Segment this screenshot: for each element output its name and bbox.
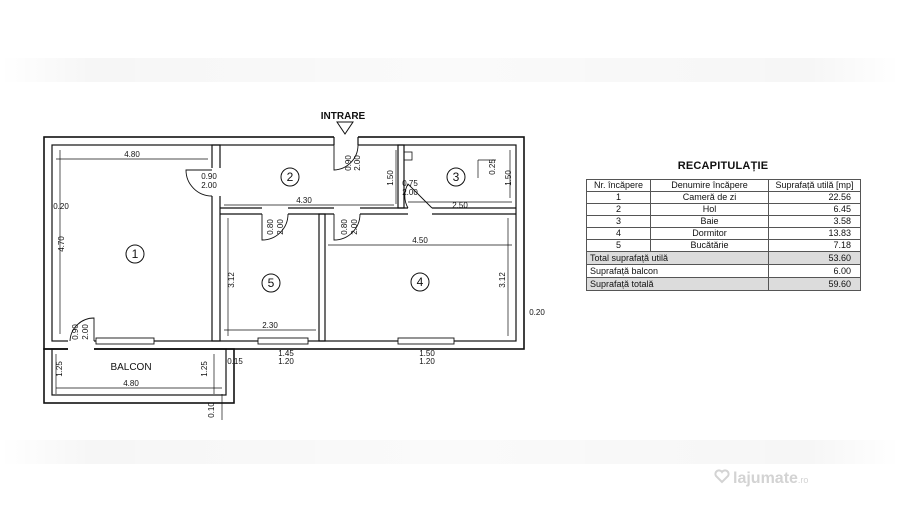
- row-nr: 2: [586, 203, 651, 216]
- dim-text: 1.50: [504, 170, 513, 186]
- balcony-inner: [51, 348, 227, 396]
- dim-text: 4.30: [296, 196, 312, 205]
- header-area: Suprafață utilă [mp]: [768, 179, 861, 192]
- dim-text: 0.20: [529, 308, 545, 317]
- row-nr: 1: [586, 191, 651, 204]
- dim-text: 0.10: [207, 402, 216, 418]
- bath-fixture-icon: [403, 151, 413, 161]
- total-value: 53.60: [768, 251, 861, 265]
- faded-background-band: [0, 440, 900, 464]
- total-value: 6.00: [768, 264, 861, 278]
- table-header-row: Nr. încăpere Denumire încăpere Suprafață…: [586, 179, 861, 192]
- table-row: 2 Hol 6.45: [586, 203, 861, 216]
- dim-text: 1.25: [55, 361, 64, 377]
- dim-text: 2.00: [402, 188, 418, 197]
- dim-text: 1.50: [419, 349, 435, 358]
- watermark-logo-icon: [714, 469, 730, 484]
- faded-background-band: [0, 58, 900, 82]
- room-number-4: 4: [417, 275, 424, 289]
- watermark-suffix: .ro: [797, 475, 809, 485]
- dim-text: 2.00: [81, 324, 90, 340]
- entrance-arrow-icon: [336, 121, 354, 135]
- dim-text: 0.90: [71, 324, 80, 340]
- window-kitchen: [257, 337, 309, 345]
- wall-bath-west: [397, 144, 405, 209]
- dim-text: 1.20: [419, 357, 435, 366]
- entrance-gap: [334, 134, 358, 148]
- total-label: Total suprafață utilă: [586, 251, 769, 265]
- dim-text: 0.80: [266, 219, 275, 235]
- recap-panel: RECAPITULAȚIE Nr. încăpere Denumire încă…: [586, 160, 861, 291]
- wall-living-east: [211, 144, 221, 342]
- row-area: 6.45: [768, 203, 861, 216]
- wall-kitchen-east: [318, 213, 326, 342]
- dim-text: 0.20: [53, 202, 69, 211]
- outer-wall-outer: [43, 136, 525, 350]
- recap-table: Nr. încăpere Denumire încăpere Suprafață…: [586, 179, 861, 291]
- row-name: Baie: [650, 215, 769, 228]
- row-name: Dormitor: [650, 227, 769, 240]
- watermark: lajumate.ro: [733, 470, 808, 488]
- dim-text: 2.50: [452, 201, 468, 210]
- outer-wall-inner: [51, 144, 517, 342]
- dim-text: 1.50: [386, 170, 395, 186]
- table-row: 4 Dormitor 13.83: [586, 227, 861, 240]
- dim-text: 4.80: [124, 150, 140, 159]
- dim-text: 1.45: [278, 349, 294, 358]
- row-name: Cameră de zi: [650, 191, 769, 204]
- watermark-text: lajumate: [733, 470, 798, 487]
- dim-text: 1.25: [200, 361, 209, 377]
- dim-text: 0.25: [488, 159, 497, 175]
- total-label: Suprafață balcon: [586, 264, 769, 278]
- dim-text: 0.75: [402, 179, 418, 188]
- dim-text: 3.12: [227, 272, 236, 288]
- dim-text: 2.00: [353, 155, 362, 171]
- recap-title: RECAPITULAȚIE: [677, 160, 769, 172]
- room-number-2: 2: [287, 170, 294, 184]
- dim-text: 2.00: [350, 219, 359, 235]
- balcony-label: BALCON: [110, 362, 151, 373]
- window-bedroom: [397, 337, 455, 345]
- row-area: 22.56: [768, 191, 861, 204]
- total-row: Total suprafață utilă 53.60: [586, 251, 861, 265]
- room-number-5: 5: [268, 276, 275, 290]
- entrance-label: INTRARE: [321, 111, 366, 122]
- dim-text: 0.90: [201, 172, 217, 181]
- row-nr: 4: [586, 227, 651, 240]
- room-number-1: 1: [132, 247, 139, 261]
- room-number-3: 3: [453, 170, 460, 184]
- dim-text: 0.80: [340, 219, 349, 235]
- total-label: Suprafață totală: [586, 277, 769, 291]
- table-row: 3 Baie 3.58: [586, 215, 861, 228]
- row-nr: 3: [586, 215, 651, 228]
- dim-text: 0.15: [227, 357, 243, 366]
- dim-text: 3.12: [498, 272, 507, 288]
- row-area: 13.83: [768, 227, 861, 240]
- dim-text: 4.80: [123, 379, 139, 388]
- dim-text: 2.00: [201, 181, 217, 190]
- table-row: 5 Bucătărie 7.18: [586, 239, 861, 252]
- window-living: [95, 337, 155, 345]
- total-row: Suprafață totală 59.60: [586, 277, 861, 291]
- header-nr: Nr. încăpere: [586, 179, 651, 192]
- total-value: 59.60: [768, 277, 861, 291]
- row-nr: 5: [586, 239, 651, 252]
- row-name: Hol: [650, 203, 769, 216]
- row-area: 7.18: [768, 239, 861, 252]
- row-name: Bucătărie: [650, 239, 769, 252]
- header-name: Denumire încăpere: [650, 179, 769, 192]
- row-area: 3.58: [768, 215, 861, 228]
- total-row: Suprafață balcon 6.00: [586, 264, 861, 278]
- dim-text: 0.90: [344, 155, 353, 171]
- dim-text: 4.70: [57, 236, 66, 252]
- dim-text: 2.30: [262, 321, 278, 330]
- dim-text: 2.00: [276, 219, 285, 235]
- dim-text: 1.20: [278, 357, 294, 366]
- dim-text: 4.50: [412, 236, 428, 245]
- table-row: 1 Cameră de zi 22.56: [586, 191, 861, 204]
